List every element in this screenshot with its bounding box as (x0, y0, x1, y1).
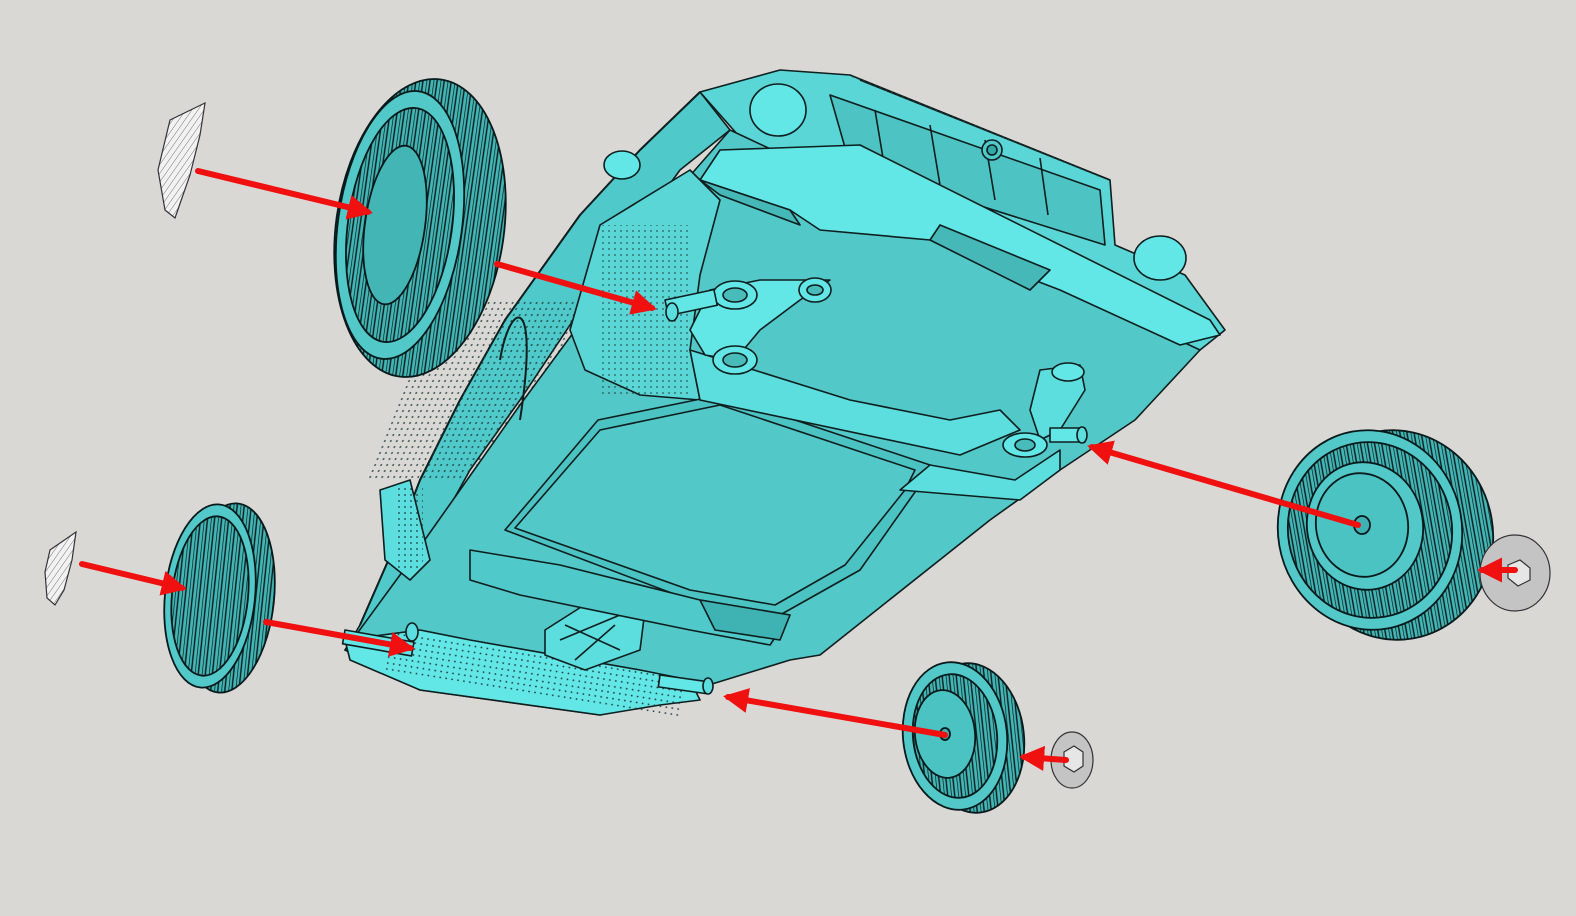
hubcap-front-left[interactable] (44, 530, 77, 606)
hex-screw-icon (1507, 559, 1531, 587)
rear-suspension-arm (664, 277, 832, 375)
arrow-front-right-wheel-to-axle (723, 688, 948, 738)
wheel-rear-left[interactable] (316, 68, 524, 388)
assembly-arrows (79, 168, 1518, 772)
washer-front-right[interactable] (1050, 731, 1094, 789)
arrow-washer-to-front-right-wheel (1018, 745, 1069, 772)
chassis (341, 69, 1226, 717)
hex-screw-icon (1063, 745, 1084, 773)
arrow-front-left-wheel-to-axle (263, 619, 415, 657)
rear-bumper-knob (1133, 235, 1187, 281)
arrow-hubcap-to-rear-left-wheel (195, 168, 373, 220)
arrow-hubcap-to-front-left-wheel (79, 561, 187, 596)
hubcap-rear-left[interactable] (157, 101, 206, 219)
arrow-rear-left-wheel-to-axle (494, 261, 657, 315)
wheel-front-left[interactable] (156, 499, 284, 698)
wheel-front-right[interactable] (896, 657, 1032, 818)
rear-bumper-knob (749, 83, 807, 137)
arrow-rear-right-wheel-to-axle (1087, 440, 1361, 528)
right-suspension (1002, 362, 1088, 458)
wheel-rear-right[interactable] (1262, 415, 1510, 656)
